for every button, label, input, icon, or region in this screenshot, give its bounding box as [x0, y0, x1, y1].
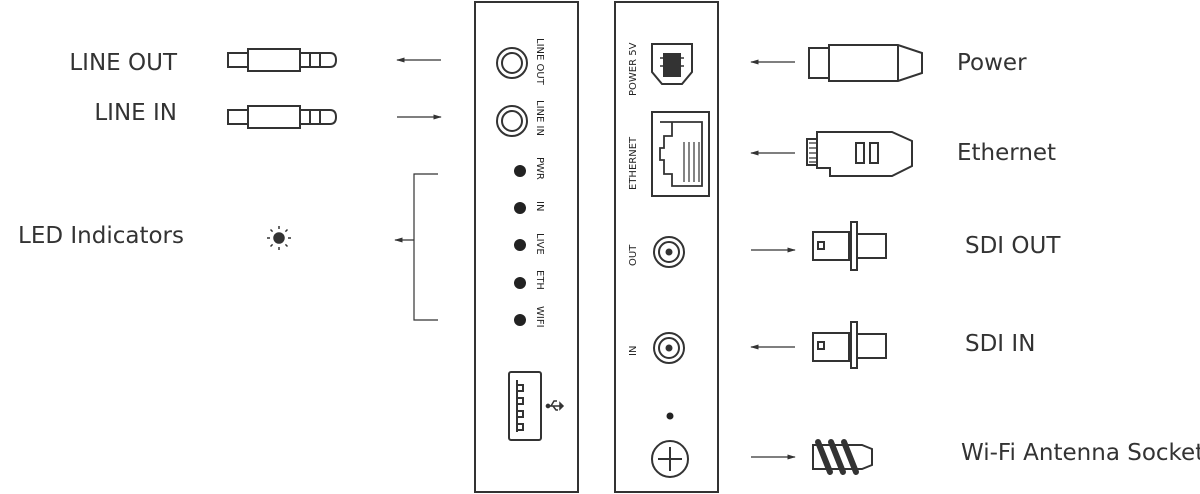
label-ethernet: Ethernet	[957, 140, 1057, 166]
reset-hole	[666, 412, 674, 420]
ethernet-port	[651, 111, 710, 197]
led-eth	[514, 277, 526, 289]
panel-power-5v-text: POWER 5V	[628, 42, 639, 96]
label-line-in: LINE IN	[94, 100, 177, 126]
right-arrows	[750, 59, 796, 460]
line-out-plug	[227, 48, 338, 72]
usb-port	[508, 371, 542, 441]
led-label-wifi: WIFI	[534, 306, 545, 328]
sdi-in-bnc	[653, 332, 685, 364]
led-wifi	[514, 314, 526, 326]
panel-in-text: IN	[628, 346, 639, 356]
sun-icon	[267, 226, 291, 250]
power-5v-port	[651, 43, 693, 85]
label-led-indicators: LED Indicators	[18, 223, 184, 249]
power-plug	[808, 44, 923, 82]
ethernet-plug	[806, 131, 913, 177]
usb-icon	[545, 400, 565, 411]
label-wifi-antenna: Wi-Fi Antenna Socket	[961, 440, 1200, 466]
led-label-eth: ETH	[534, 270, 545, 290]
sdi-out-bnc	[653, 236, 685, 268]
led-bracket	[413, 173, 438, 321]
left-arrows	[394, 57, 442, 321]
right-panel	[614, 1, 719, 493]
led-label-live: LIVE	[534, 233, 545, 255]
panel-out-text: OUT	[628, 244, 639, 266]
label-line-out: LINE OUT	[69, 50, 177, 76]
label-sdi-in: SDI IN	[965, 331, 1036, 357]
left-panel	[474, 1, 579, 493]
label-power: Power	[957, 50, 1027, 76]
sdi-out-plug	[812, 221, 887, 271]
plus-circle-icon	[651, 440, 689, 478]
label-sdi-out: SDI OUT	[965, 233, 1061, 259]
led-label-in: IN	[534, 201, 545, 211]
led-live	[514, 239, 526, 251]
sdi-in-plug	[812, 321, 887, 369]
led-pwr	[514, 165, 526, 177]
panel-line-out-text: LINE OUT	[534, 38, 545, 86]
panel-line-in-text: LINE IN	[534, 100, 545, 136]
led-label-pwr: PWR	[534, 157, 545, 180]
panel-ethernet-text: ETHERNET	[628, 136, 639, 190]
line-in-plug	[227, 105, 338, 129]
wifi-antenna-connector	[812, 439, 873, 475]
led-in	[514, 202, 526, 214]
line-in-jack	[496, 105, 528, 137]
line-out-jack	[496, 47, 528, 79]
led-indicators	[514, 165, 526, 326]
